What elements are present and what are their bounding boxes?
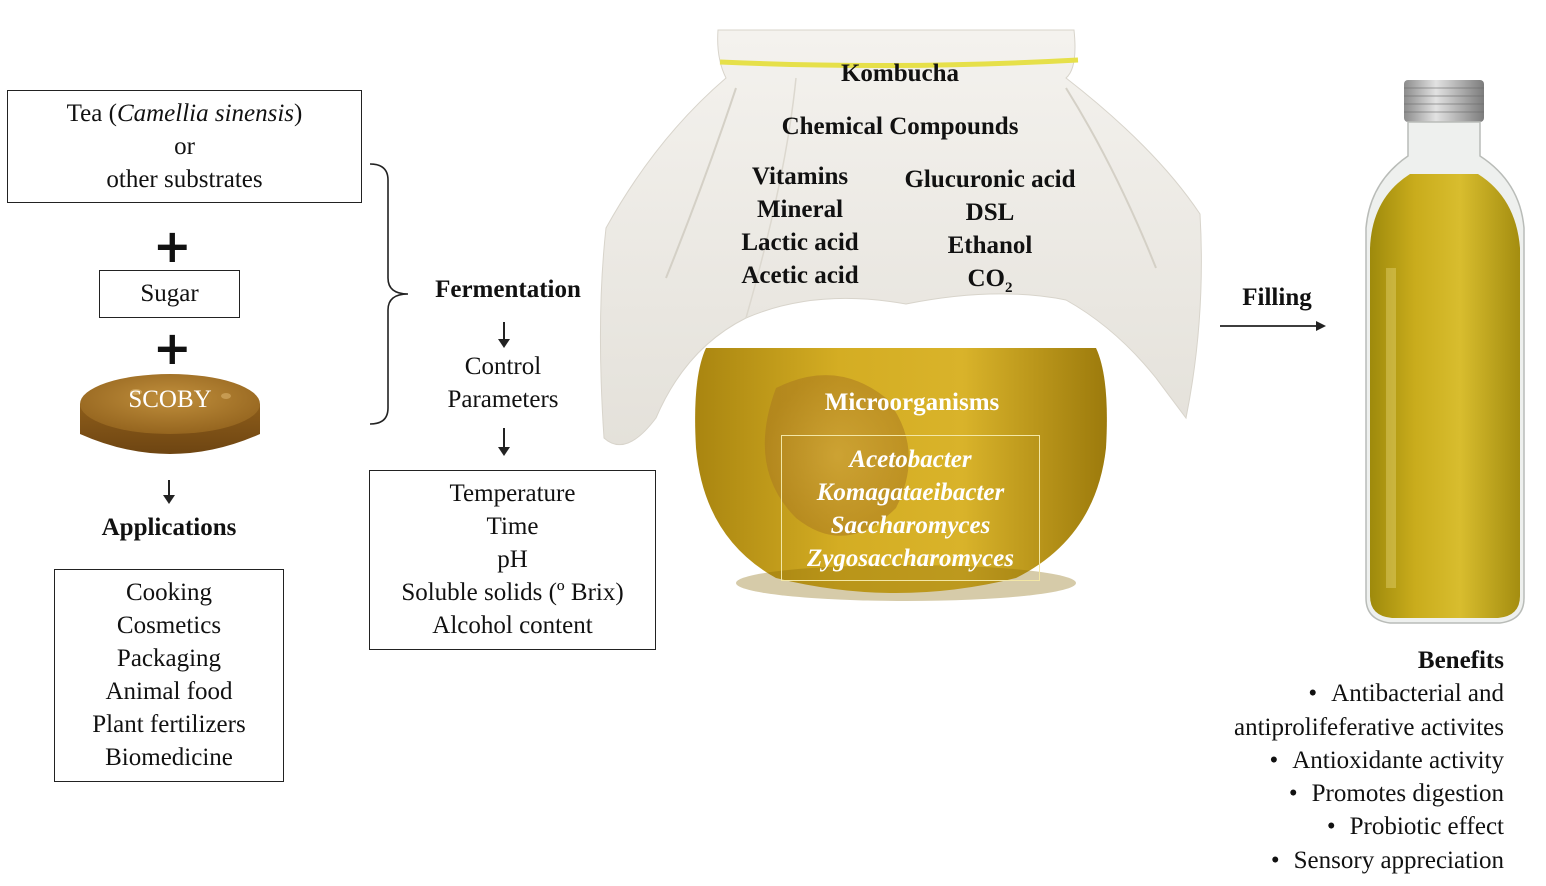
benefits-title: Benefits — [1417, 647, 1504, 674]
compound-item: Ethanol — [947, 232, 1033, 259]
arrow-scoby-to-applications — [163, 480, 175, 504]
benefit-item: •Antibacterial and — [1308, 680, 1504, 708]
benefit-item: •Sensory appreciation — [1270, 846, 1504, 874]
grouping-brace — [369, 163, 409, 425]
microorganism-item: Zygosaccharomyces — [807, 545, 1014, 572]
filling-label: Filling — [1242, 284, 1312, 311]
chemical-compounds-title: Chemical Compounds — [781, 113, 1019, 140]
benefit-item: •Promotes digestion — [1288, 780, 1504, 808]
compound-item: Vitamins — [751, 163, 849, 190]
scoby-label: SCOBY — [128, 386, 212, 413]
benefit-item-continuation: antiprolifeferative activites — [1233, 713, 1504, 741]
compound-item: Glucuronic acid — [904, 166, 1076, 193]
compounds-right-list: Glucuronic acid DSL Ethanol CO2 — [880, 163, 1100, 305]
parameter-item: Alcohol content — [432, 612, 593, 639]
compounds-left-list: Vitamins Mineral Lactic acid Acetic acid — [710, 160, 890, 292]
plus-sign-1: + — [153, 219, 192, 273]
parameter-item: pH — [497, 546, 528, 573]
substrate-box: Tea (Camellia sinensis) or other substra… — [7, 90, 362, 203]
scoby-disc-image — [80, 374, 260, 454]
application-item: Animal food — [105, 678, 233, 705]
compound-item: DSL — [965, 199, 1015, 226]
benefit-item: •Antioxidante activity — [1269, 746, 1504, 774]
benefit-item: •Probiotic effect — [1326, 813, 1504, 841]
application-item: Biomedicine — [105, 744, 233, 771]
sugar-box: Sugar — [99, 270, 240, 318]
compound-item: Acetic acid — [741, 262, 859, 289]
substrate-other: other substrates — [106, 166, 263, 193]
application-item: Cooking — [125, 579, 213, 606]
plus-sign-2: + — [153, 321, 192, 375]
kombucha-bottle-image — [1365, 80, 1525, 624]
parameter-item: Time — [486, 513, 539, 540]
application-item: Cosmetics — [116, 612, 222, 639]
arrow-control-to-parameters — [498, 428, 510, 456]
parameters-box: Temperature Time pH Soluble solids (º Br… — [369, 470, 656, 650]
compound-item: Mineral — [756, 196, 844, 223]
substrate-or: or — [174, 133, 195, 160]
parameter-item: Soluble solids (º Brix) — [401, 579, 624, 606]
application-item: Packaging — [116, 645, 222, 672]
substrate-label: Tea (Camellia sinensis) — [66, 100, 303, 127]
microorganisms-box: Acetobacter Komagataeibacter Saccharomyc… — [781, 435, 1040, 581]
parameter-item: Temperature — [449, 480, 576, 507]
microorganism-item: Acetobacter — [849, 446, 972, 473]
applications-box: Cooking Cosmetics Packaging Animal food … — [54, 569, 284, 782]
microorganism-item: Saccharomyces — [830, 512, 991, 539]
compound-item-co2: CO2 — [967, 265, 1013, 296]
fermentation-label: Fermentation — [435, 276, 581, 303]
filling-arrow — [1220, 321, 1326, 331]
microorganism-item: Komagataeibacter — [816, 479, 1005, 506]
application-item: Plant fertilizers — [92, 711, 246, 738]
kombucha-title: Kombucha — [840, 60, 960, 87]
applications-title: Applications — [101, 514, 237, 541]
microorganisms-title: Microorganisms — [824, 389, 1000, 416]
compound-item: Lactic acid — [741, 229, 859, 256]
arrow-fermentation-to-control — [498, 322, 510, 348]
benefits-list: Benefits •Antibacterial and antiprolifef… — [1234, 644, 1504, 877]
kombucha-jar-image — [599, 29, 1202, 601]
sugar-label: Sugar — [140, 280, 199, 307]
